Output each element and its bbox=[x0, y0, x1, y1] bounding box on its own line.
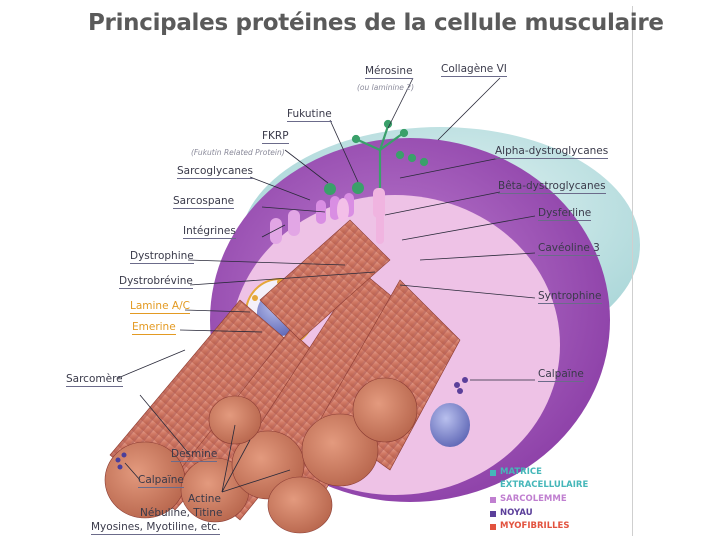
label-alpha-dystroglycanes: Alpha-dystroglycanes bbox=[495, 145, 609, 159]
legend-swatch-myofibrilles bbox=[490, 524, 496, 530]
label-sarcospane: Sarcospane bbox=[173, 195, 235, 209]
label-dystrobrevine: Dystrobrévine bbox=[119, 275, 193, 289]
label-calpaine-left: Calpaïne bbox=[138, 474, 184, 488]
label-sarcomere: Sarcomère bbox=[66, 373, 123, 387]
label-syntrophine: Syntrophine bbox=[538, 290, 602, 304]
divider-line bbox=[632, 6, 633, 536]
legend-swatch-matrice bbox=[490, 470, 496, 476]
legend-swatch-noyau bbox=[490, 511, 496, 517]
legend-label-extracellulaire: EXTRACELLULAIRE bbox=[500, 480, 589, 490]
label-calpaine-right: Calpaïne bbox=[538, 368, 584, 382]
page-title: Principales protéines de la cellule musc… bbox=[88, 10, 664, 36]
legend-swatch-sarcolemme bbox=[490, 497, 496, 503]
legend-label-myofibrilles: MYOFIBRILLES bbox=[500, 521, 570, 531]
legend-label-noyau: NOYAU bbox=[500, 508, 533, 518]
label-myosines: Myosines, Myotiline, etc. bbox=[91, 521, 221, 535]
label-fukutine: Fukutine bbox=[287, 108, 332, 122]
legend-label-matrice: MATRICE bbox=[500, 467, 542, 477]
legend-label-sarcolemme: SARCOLEMME bbox=[500, 494, 567, 504]
label-actine: Actine bbox=[188, 493, 221, 505]
label-caveoline: Cavéoline 3 bbox=[538, 242, 600, 256]
desmin-dots bbox=[115, 452, 127, 470]
label-desmine: Desmine bbox=[171, 448, 218, 462]
merosine-cross bbox=[351, 119, 429, 188]
membrane-proteins bbox=[270, 182, 385, 244]
label-merosine: Mérosine bbox=[365, 65, 413, 79]
label-lamine: Lamine A/C bbox=[130, 300, 190, 314]
label-dystrophine: Dystrophine bbox=[130, 250, 194, 264]
myofibril-bundle bbox=[104, 219, 461, 534]
leader-lines bbox=[117, 77, 536, 493]
label-emerine: Emerine bbox=[132, 321, 176, 335]
label-fkrp-sub: (Fukutin Related Protein) bbox=[191, 148, 285, 157]
label-collagene: Collagène VI bbox=[441, 63, 507, 77]
label-fkrp: FKRP bbox=[262, 130, 289, 144]
nucleus bbox=[430, 403, 470, 447]
label-sarcoglycanes: Sarcoglycanes bbox=[177, 165, 253, 179]
label-beta-dystroglycanes: Bêta-dystroglycanes bbox=[498, 180, 606, 194]
label-merosine-sub: (ou laminine 2) bbox=[357, 83, 415, 92]
label-integrines: Intégrines bbox=[183, 225, 236, 239]
label-nebuline: Nébuline, Titine bbox=[140, 507, 223, 519]
calpain-dots bbox=[454, 377, 468, 394]
label-dysferline: Dysferline bbox=[538, 207, 592, 221]
